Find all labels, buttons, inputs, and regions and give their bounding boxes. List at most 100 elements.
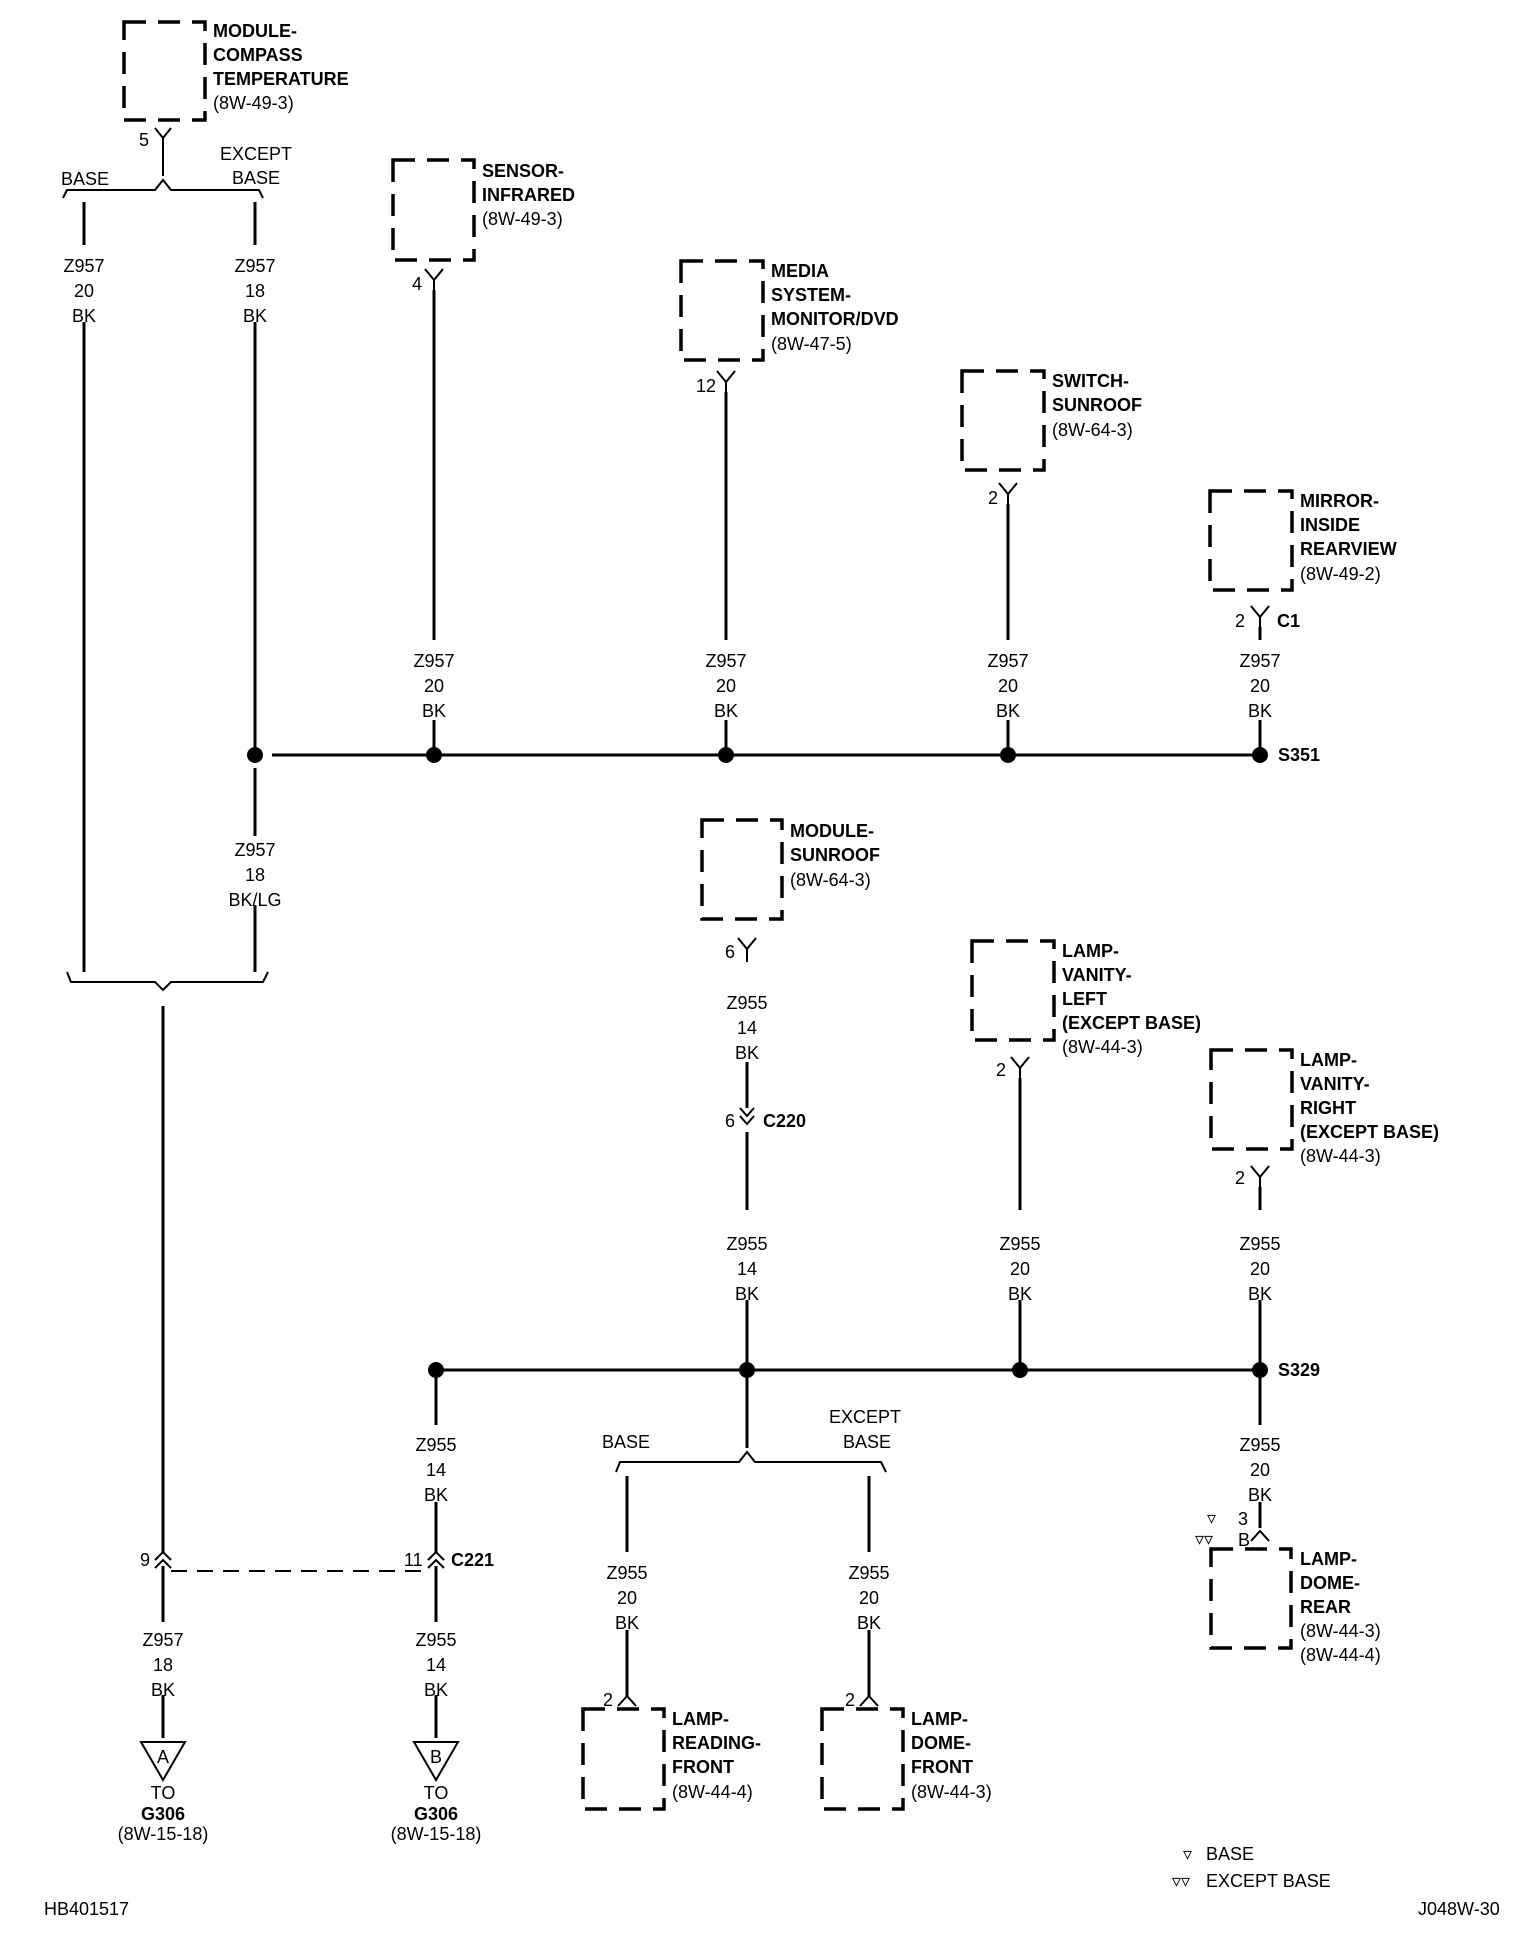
splice-dot-3 bbox=[718, 747, 734, 763]
wire-label-gauge: 20 bbox=[1250, 676, 1270, 696]
lamp-vanity-right-label-1: LAMP- bbox=[1300, 1050, 1357, 1070]
wire-label-code: Z957 bbox=[1239, 651, 1280, 671]
wire-label-color: BK bbox=[735, 1284, 759, 1304]
wire-label-color: BK bbox=[615, 1613, 639, 1633]
pin-module-sunroof: 6 bbox=[725, 942, 735, 962]
lamp-dome-front-box bbox=[820, 1707, 905, 1811]
wire-label-color: BK/LG bbox=[228, 890, 281, 910]
wire-label-color: BK bbox=[714, 701, 738, 721]
connector-c220: C220 bbox=[763, 1111, 806, 1131]
footer-right-code: J048W-30 bbox=[1418, 1899, 1500, 1919]
ground-b-ref: (8W-15-18) bbox=[391, 1824, 482, 1844]
lamp-vanity-left-box bbox=[970, 939, 1056, 1042]
footer-left-code: HB401517 bbox=[44, 1899, 129, 1919]
splice-label-s351: S351 bbox=[1278, 745, 1320, 765]
wire-label-code: Z955 bbox=[848, 1563, 889, 1583]
variant-except-lower-1: EXCEPT bbox=[829, 1407, 901, 1427]
lamp-dome-front-ref: (8W-44-3) bbox=[911, 1782, 992, 1802]
wire-label-code: Z957 bbox=[413, 651, 454, 671]
wire-label-gauge: 18 bbox=[245, 865, 265, 885]
lamp-reading-front-box bbox=[581, 1707, 666, 1811]
module-compass-label-1: MODULE- bbox=[213, 21, 297, 41]
wire-label-s329-dome-rear: Z955 20 BK bbox=[1239, 1435, 1280, 1505]
lamp-vanity-right-box bbox=[1209, 1048, 1294, 1151]
lamp-dome-rear-label-2: DOME- bbox=[1300, 1573, 1360, 1593]
splice-dot-2 bbox=[426, 747, 442, 763]
variant-except-top-1: EXCEPT bbox=[220, 144, 292, 164]
pin-dome-front: 2 bbox=[845, 1690, 855, 1710]
pin-c221-right: 11 bbox=[404, 1550, 423, 1570]
ground-a-name: G306 bbox=[141, 1804, 185, 1824]
wire-label-code: Z957 bbox=[987, 651, 1028, 671]
legend-except-marker: ▿▿ bbox=[1172, 1871, 1190, 1891]
wire-label-gauge: 20 bbox=[859, 1588, 879, 1608]
wire-label-ground-a: Z957 18 BK bbox=[142, 1630, 183, 1700]
media-system-label-1: MEDIA bbox=[771, 261, 829, 281]
ground-b-name: G306 bbox=[414, 1804, 458, 1824]
media-system-ref: (8W-47-5) bbox=[771, 334, 852, 354]
splice-dot-s351 bbox=[1252, 747, 1268, 763]
wire-label-ground-b: Z955 14 BK bbox=[415, 1630, 456, 1700]
mirror-connector-symbol bbox=[1250, 605, 1270, 627]
splice-dot-1 bbox=[247, 747, 263, 763]
lamp-vanity-right-label-4: (EXCEPT BASE) bbox=[1300, 1122, 1439, 1142]
wire-label-code: Z955 bbox=[1239, 1435, 1280, 1455]
module-compass-ref: (8W-49-3) bbox=[213, 93, 294, 113]
ground-b-triangle bbox=[412, 1741, 460, 1782]
dome-rear-base-marker: ▿ bbox=[1207, 1508, 1216, 1528]
wire-label-mirror: Z957 20 BK bbox=[1239, 651, 1280, 721]
lamp-vanity-left-label-3: LEFT bbox=[1062, 989, 1107, 1009]
wire-label-color: BK bbox=[1008, 1284, 1032, 1304]
ground-b-to: TO bbox=[424, 1783, 449, 1803]
wire-label-code: Z955 bbox=[726, 1234, 767, 1254]
lamp-dome-front-label-1: LAMP- bbox=[911, 1709, 968, 1729]
module-compass-label-3: TEMPERATURE bbox=[213, 69, 349, 89]
wire-label-switch-sunroof: Z957 20 BK bbox=[987, 651, 1028, 721]
pin-mirror: 2 bbox=[1235, 611, 1245, 631]
dome-rear-connector-symbol bbox=[1250, 1529, 1270, 1542]
wire-label-bklg: Z957 18 BK/LG bbox=[228, 840, 281, 910]
wire-label-color: BK bbox=[857, 1613, 881, 1633]
pin-vanity-left: 2 bbox=[996, 1060, 1006, 1080]
switch-sunroof-connector-symbol bbox=[998, 482, 1018, 504]
sensor-infrared-ref: (8W-49-3) bbox=[482, 209, 563, 229]
mirror-inside-box bbox=[1208, 489, 1294, 592]
connector-c1: C1 bbox=[1277, 611, 1300, 631]
wire-label-infrared: Z957 20 BK bbox=[413, 651, 454, 721]
pin-c220: 6 bbox=[725, 1111, 735, 1131]
lamp-vanity-left-label-2: VANITY- bbox=[1062, 965, 1132, 985]
ground-a-triangle bbox=[139, 1741, 187, 1782]
module-sunroof-box bbox=[700, 818, 784, 921]
lower-variant-bracket bbox=[615, 1450, 887, 1473]
splice-dot-5 bbox=[428, 1362, 444, 1378]
merge-bracket bbox=[66, 971, 269, 992]
wire-label-gauge: 20 bbox=[1250, 1259, 1270, 1279]
lamp-dome-rear-ref-2: (8W-44-4) bbox=[1300, 1645, 1381, 1665]
wire-label-code: Z955 bbox=[415, 1435, 456, 1455]
wire-label-base-left: Z957 20 BK bbox=[63, 256, 104, 326]
vanity-left-connector-symbol bbox=[1010, 1056, 1030, 1078]
wire-label-gauge: 18 bbox=[245, 281, 265, 301]
wire-label-code: Z957 bbox=[142, 1630, 183, 1650]
wire-label-code: Z957 bbox=[234, 256, 275, 276]
c221-left-connector-symbol bbox=[154, 1550, 172, 1569]
wire-label-gauge: 20 bbox=[74, 281, 94, 301]
vanity-right-connector-symbol bbox=[1250, 1165, 1270, 1187]
media-system-label-3: MONITOR/DVD bbox=[771, 309, 899, 329]
wire-label-color: BK bbox=[996, 701, 1020, 721]
wire-label-color: BK bbox=[422, 701, 446, 721]
module-sunroof-label-1: MODULE- bbox=[790, 821, 874, 841]
wire-label-vanity-left: Z955 20 BK bbox=[999, 1234, 1040, 1304]
wire-label-gauge: 18 bbox=[153, 1655, 173, 1675]
wire-label-gauge: 14 bbox=[737, 1259, 757, 1279]
lamp-reading-front-ref: (8W-44-4) bbox=[672, 1782, 753, 1802]
dome-rear-except-marker: ▿▿ bbox=[1195, 1529, 1213, 1549]
wire-label-reading-front: Z955 20 BK bbox=[606, 1563, 647, 1633]
mirror-inside-label-1: MIRROR- bbox=[1300, 491, 1379, 511]
wire-label-gauge: 20 bbox=[617, 1588, 637, 1608]
wire-label-dome-front: Z955 20 BK bbox=[848, 1563, 889, 1633]
lamp-vanity-right-label-3: RIGHT bbox=[1300, 1098, 1356, 1118]
wire-label-gauge: 20 bbox=[1250, 1460, 1270, 1480]
wire-label-code: Z955 bbox=[415, 1630, 456, 1650]
